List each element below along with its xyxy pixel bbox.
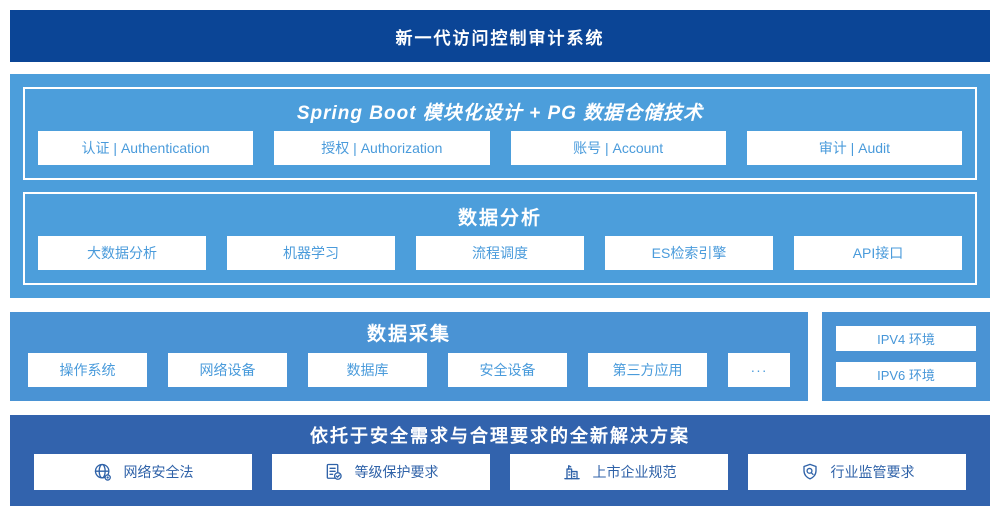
chip-api-interface[interactable]: API接口 <box>794 236 962 270</box>
banner: 新一代访问控制审计系统 <box>10 10 990 62</box>
chip-industry-regulation[interactable]: 行业监管要求 <box>748 454 966 490</box>
chip-account[interactable]: 账号 | Account <box>510 131 726 165</box>
chip-security-device[interactable]: 安全设备 <box>448 353 567 387</box>
chip-cybersecurity-law[interactable]: 网络安全法 <box>34 454 252 490</box>
spring-boot-title: Spring Boot 模块化设计 + PG 数据仓储技术 <box>296 102 704 124</box>
chip-more-ellipsis[interactable]: ··· <box>728 353 790 387</box>
collection-chip-row: 操作系统 网络设备 数据库 安全设备 第三方应用 ··· <box>28 353 790 387</box>
chip-label: 上市企业规范 <box>592 464 677 480</box>
data-collection-section: 数据采集 操作系统 网络设备 数据库 安全设备 第三方应用 ··· <box>10 312 808 401</box>
chip-bigdata-analysis[interactable]: 大数据分析 <box>38 236 206 270</box>
ipv6-environment[interactable]: IPV6 环境 <box>836 362 976 387</box>
data-collection-title: 数据采集 <box>366 323 451 345</box>
solution-chip-row: 网络安全法 等级保护要求 上市企业规范 <box>34 454 966 490</box>
platform-section: Spring Boot 模块化设计 + PG 数据仓储技术 认证 | Authe… <box>10 74 990 298</box>
chip-label: 网络安全法 <box>123 464 194 480</box>
data-analysis-title: 数据分析 <box>457 207 542 229</box>
environment-panel: IPV4 环境 IPV6 环境 <box>822 312 990 401</box>
chip-process-scheduling[interactable]: 流程调度 <box>416 236 584 270</box>
chip-label: 等级保护要求 <box>354 464 439 480</box>
chip-authentication[interactable]: 认证 | Authentication <box>38 131 254 165</box>
ipv4-environment[interactable]: IPV4 环境 <box>836 326 976 351</box>
data-analysis-module: 数据分析 大数据分析 机器学习 流程调度 ES检索引擎 API接口 <box>23 192 977 285</box>
architecture-diagram: 新一代访问控制审计系统 Spring Boot 模块化设计 + PG 数据仓储技… <box>10 10 990 506</box>
chip-database[interactable]: 数据库 <box>308 353 427 387</box>
chip-machine-learning[interactable]: 机器学习 <box>227 236 395 270</box>
chip-authorization[interactable]: 授权 | Authorization <box>274 131 490 165</box>
chip-third-party-app[interactable]: 第三方应用 <box>588 353 707 387</box>
solution-section: 依托于安全需求与合理要求的全新解决方案 网络安全法 <box>10 415 990 506</box>
chip-listed-company-standard[interactable]: 上市企业规范 <box>510 454 728 490</box>
chip-es-search-engine[interactable]: ES检索引擎 <box>605 236 773 270</box>
spring-boot-module: Spring Boot 模块化设计 + PG 数据仓储技术 认证 | Authe… <box>23 87 977 180</box>
chip-audit[interactable]: 审计 | Audit <box>746 131 962 165</box>
chip-network-device[interactable]: 网络设备 <box>168 353 287 387</box>
chip-operating-system[interactable]: 操作系统 <box>28 353 147 387</box>
middle-row: 数据采集 操作系统 网络设备 数据库 安全设备 第三方应用 ··· IPV4 环… <box>10 312 990 401</box>
auth-chip-row: 认证 | Authentication 授权 | Authorization 账… <box>38 131 962 165</box>
document-check-icon <box>326 463 342 480</box>
globe-icon <box>94 463 111 481</box>
analysis-chip-row: 大数据分析 机器学习 流程调度 ES检索引擎 API接口 <box>38 236 962 270</box>
solution-title: 依托于安全需求与合理要求的全新解决方案 <box>310 425 690 446</box>
chip-label: 行业监管要求 <box>830 464 915 480</box>
chip-classified-protection[interactable]: 等级保护要求 <box>272 454 490 490</box>
page-title: 新一代访问控制审计系统 <box>395 28 605 48</box>
building-icon <box>563 465 580 480</box>
shield-search-icon <box>802 463 817 480</box>
